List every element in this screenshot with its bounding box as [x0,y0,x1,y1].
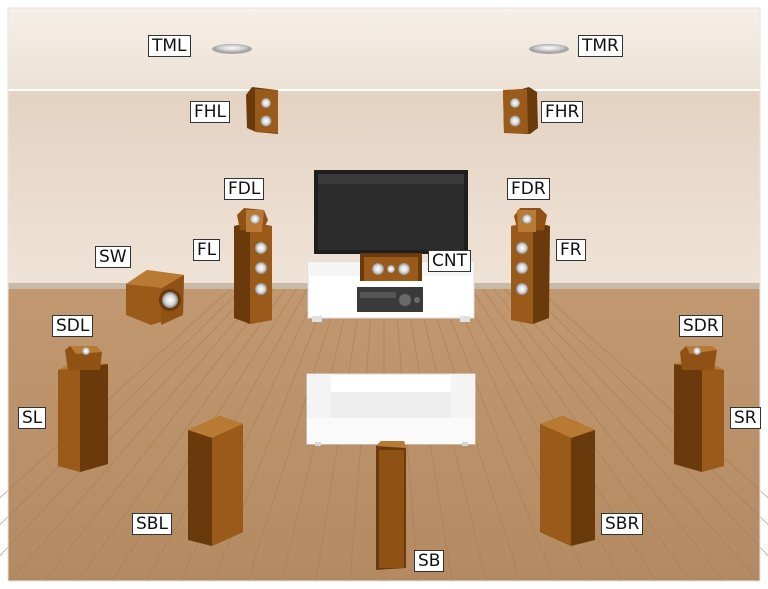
label-sb: SB [414,550,444,572]
speaker-fhl [246,87,278,134]
television [314,170,468,254]
label-sdl: SDL [52,315,93,337]
label-sdr: SDR [679,315,723,337]
label-sbl: SBL [132,513,172,535]
subwoofer [126,270,184,325]
speaker-fl [234,222,272,324]
label-sw: SW [95,246,131,268]
speaker-sdl [65,346,102,370]
label-cnt: CNT [428,250,471,272]
label-tml: TML [148,35,191,57]
label-fdl: FDL [224,178,264,200]
label-fr: FR [556,239,586,261]
label-fl: FL [193,239,220,261]
speaker-cnt [360,253,422,281]
label-sr: SR [730,407,761,429]
speaker-sbl [188,416,243,546]
av-receiver [357,287,423,312]
speaker-fdl [237,208,268,232]
speaker-sdr [680,346,717,370]
label-fdr: FDR [507,178,550,200]
speaker-sr [674,360,724,472]
sofa [307,374,475,446]
label-fhr: FHR [541,101,583,123]
label-sbr: SBR [601,513,643,535]
ceiling [8,8,760,90]
label-fhl: FHL [190,101,230,123]
speaker-sbr [540,416,595,546]
ceiling-speaker-tmr [529,44,569,54]
label-tmr: TMR [578,35,623,57]
speaker-fdr [514,208,547,232]
ceiling-speaker-tml [212,44,252,54]
speaker-sl [58,360,108,472]
label-sl: SL [18,407,46,429]
speaker-sb [376,441,406,570]
speaker-fr [511,222,550,324]
speaker-fhr [503,87,538,134]
